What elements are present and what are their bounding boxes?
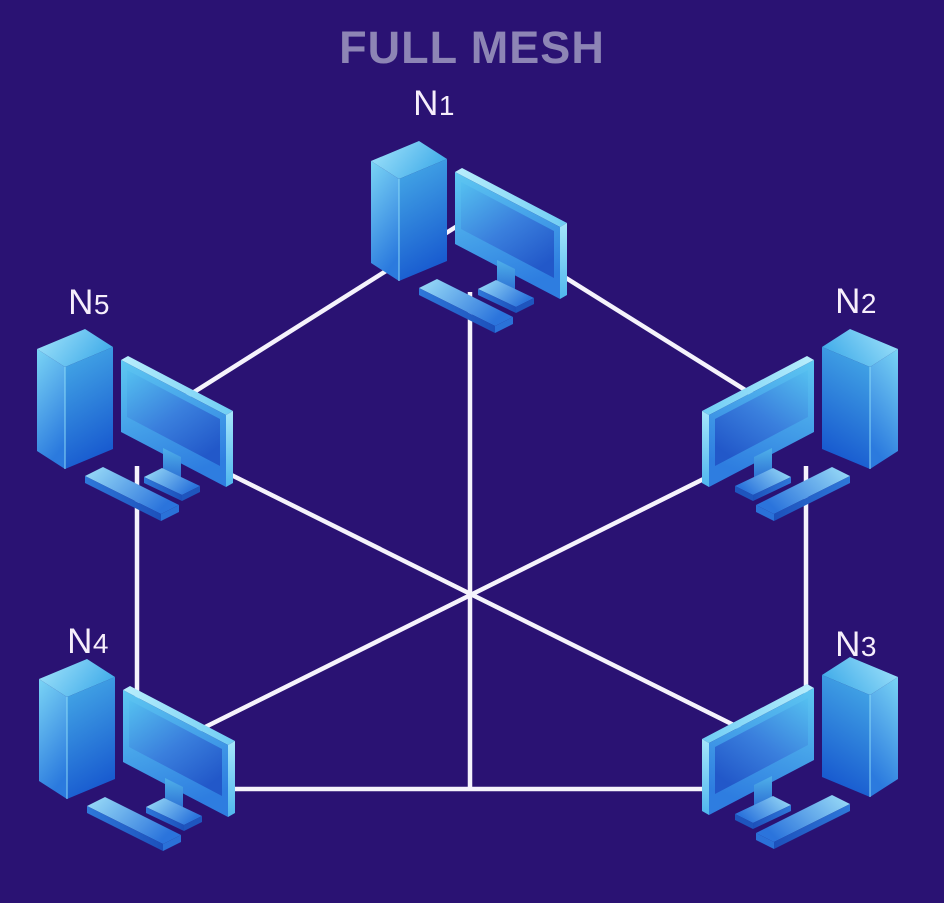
node-N4	[34, 656, 239, 861]
node-N5	[32, 326, 237, 531]
node-label-N2: N2	[835, 282, 877, 321]
node-N1	[366, 138, 571, 343]
computer-icon	[34, 656, 239, 861]
node-label-N1: N1	[413, 84, 455, 123]
computer-icon	[698, 326, 903, 531]
node-label-N3: N3	[835, 625, 877, 664]
computer-icon	[698, 654, 903, 859]
node-label-N5: N5	[68, 283, 110, 322]
node-N3	[698, 654, 903, 859]
node-label-N4: N4	[67, 622, 109, 661]
node-N2	[698, 326, 903, 531]
diagram-title: FULL MESH	[339, 22, 605, 73]
computer-icon	[366, 138, 571, 343]
computer-icon	[32, 326, 237, 531]
